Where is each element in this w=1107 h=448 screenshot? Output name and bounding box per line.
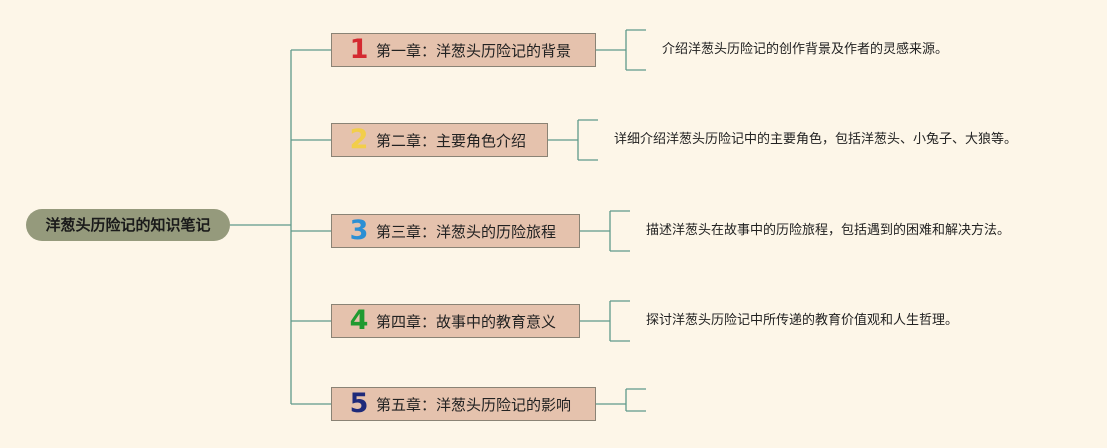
chapter-5-node[interactable]: 5 第五章：洋葱头历险记的影响 (331, 387, 596, 421)
chapter-1-title: 第一章：洋葱头历险记的背景 (376, 41, 572, 60)
chapter-2-description[interactable]: 详细介绍洋葱头历险记中的主要角色，包括洋葱头、小兔子、大狼等。 (614, 132, 1018, 147)
bracket-2 (548, 119, 598, 161)
bracket-3 (580, 210, 630, 252)
chapter-4-node[interactable]: 4 第四章：故事中的教育意义 (331, 304, 580, 338)
bracket-5 (596, 388, 646, 412)
number-3-icon: 3 (349, 215, 369, 246)
chapter-3-title: 第三章：洋葱头的历险旅程 (376, 222, 557, 241)
chapter-2-title: 第二章：主要角色介绍 (376, 131, 527, 150)
bracket-4 (580, 300, 630, 342)
number-2-icon: 2 (349, 124, 369, 155)
chapter-4-title: 第四章：故事中的教育意义 (376, 312, 557, 331)
chapter-3-node[interactable]: 3 第三章：洋葱头的历险旅程 (331, 214, 580, 248)
number-5-icon: 5 (349, 388, 369, 419)
bracket-1 (596, 29, 646, 71)
root-topic[interactable]: 洋葱头历险记的知识笔记 (26, 209, 230, 241)
chapter-3-description[interactable]: 描述洋葱头在故事中的历险旅程，包括遇到的困难和解决方法。 (646, 223, 1011, 238)
chapter-2-node[interactable]: 2 第二章：主要角色介绍 (331, 123, 548, 157)
chapter-1-node[interactable]: 1 第一章：洋葱头历险记的背景 (331, 33, 596, 67)
chapter-1-description[interactable]: 介绍洋葱头历险记的创作背景及作者的灵感来源。 (662, 42, 949, 57)
chapter-4-description[interactable]: 探讨洋葱头历险记中所传递的教育价值观和人生哲理。 (646, 313, 959, 328)
chapter-5-title: 第五章：洋葱头历险记的影响 (376, 395, 572, 414)
number-1-icon: 1 (349, 34, 369, 65)
number-4-icon: 4 (349, 305, 369, 336)
